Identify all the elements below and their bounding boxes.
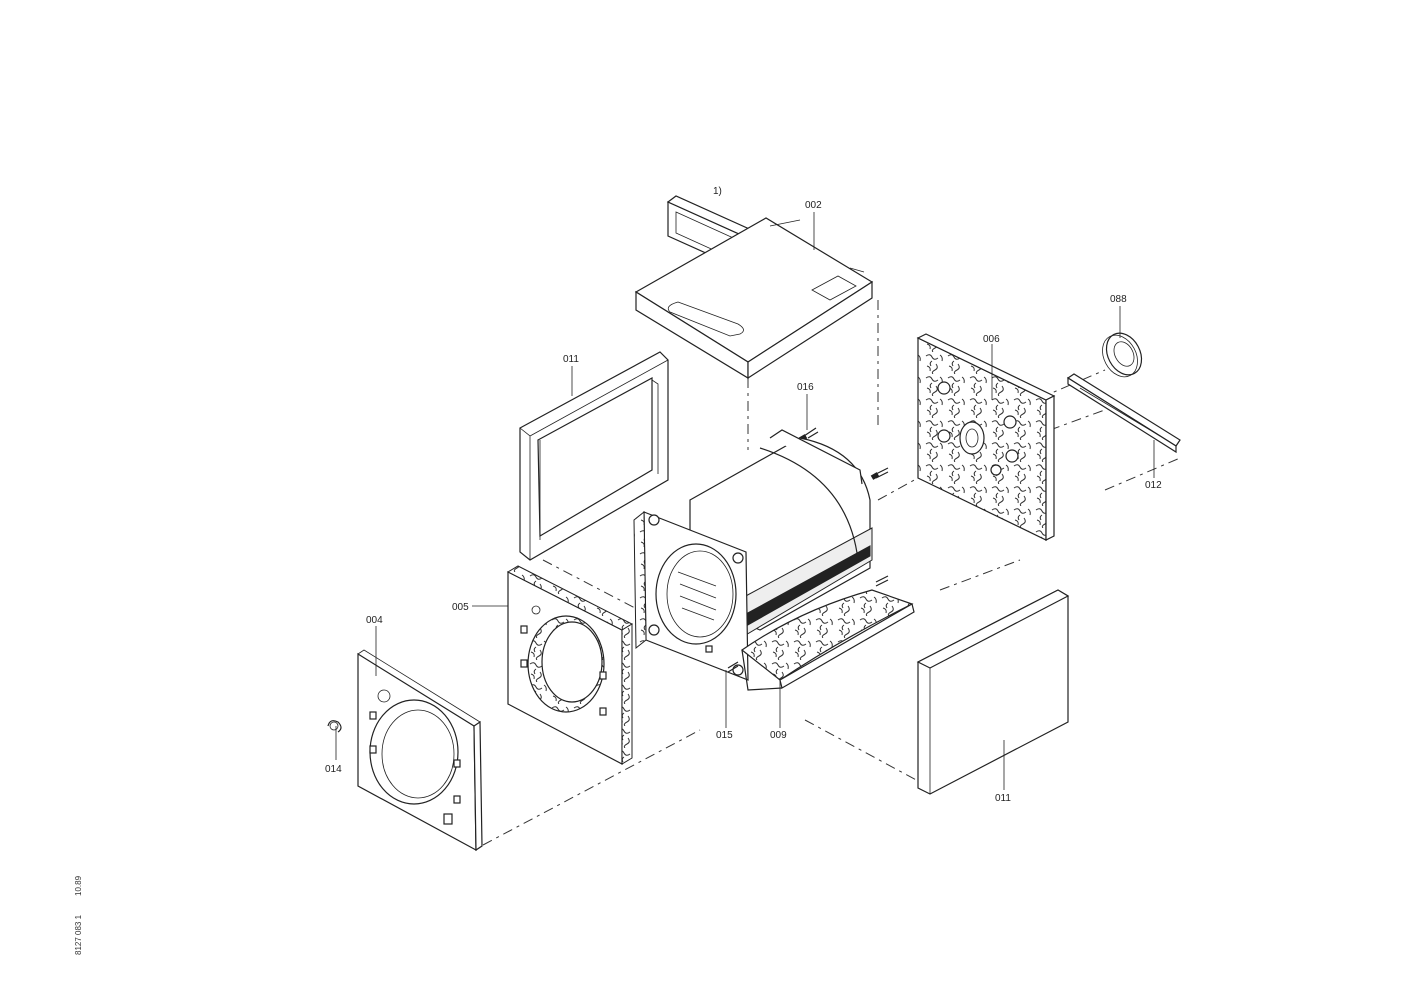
clip-014 — [327, 720, 342, 733]
leader-lines — [335, 212, 1155, 790]
label-014: 014 — [325, 764, 342, 775]
label-002: 002 — [805, 200, 822, 211]
label-009: 009 — [770, 730, 787, 741]
insulation-plate-005 — [506, 565, 634, 765]
label-011-upper: 011 — [563, 354, 579, 365]
label-005: 005 — [452, 602, 469, 613]
bolt-016 — [798, 427, 889, 587]
label-011-lower: 011 — [995, 793, 1011, 804]
heat-exchanger-body — [633, 429, 915, 691]
label-004: 004 — [366, 615, 383, 626]
label-016: 016 — [797, 382, 814, 393]
drawing-code: 8127 083 1 — [74, 914, 83, 955]
rear-panel-006 — [916, 333, 1056, 541]
cover-plate-002 — [634, 217, 874, 380]
alignment-lines — [482, 300, 1181, 846]
label-footnote-marker: 1) — [713, 186, 722, 197]
front-plate-004 — [357, 649, 483, 852]
label-012: 012 — [1145, 480, 1162, 491]
ring-gasket-088 — [1102, 332, 1143, 378]
label-088: 088 — [1110, 294, 1127, 305]
drawing-date: 10.89 — [74, 875, 83, 896]
rail-strip-012 — [1066, 373, 1181, 454]
frame-gasket-011-upper — [519, 351, 669, 561]
label-006: 006 — [983, 334, 1000, 345]
part-labels: 1) 002 088 006 011 016 012 005 004 014 0… — [325, 186, 1162, 804]
side-panel-011-lower — [916, 589, 1070, 795]
label-015: 015 — [716, 730, 733, 741]
